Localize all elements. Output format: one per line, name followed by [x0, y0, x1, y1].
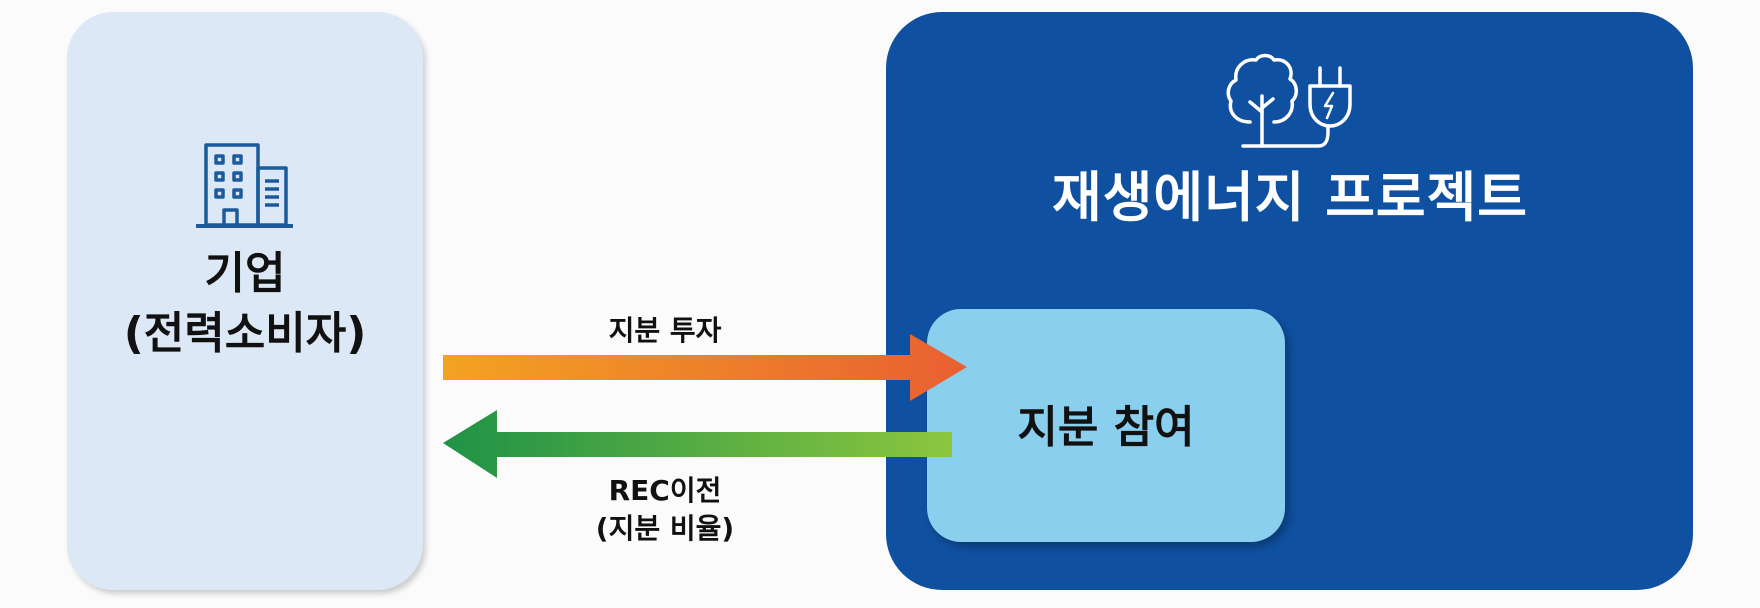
consumer-title: 기업 (전력소비자) [67, 244, 423, 364]
equity-investment-label: 지분 투자 [608, 314, 722, 347]
rec-transfer-label-line2: (지분 비율) [595, 512, 735, 545]
rec-transfer-arrow [443, 410, 952, 478]
equity-participation-label: 지분 참여 [1017, 402, 1195, 453]
plug-icon [1308, 84, 1352, 128]
equity-participation-box [927, 309, 1285, 542]
consumer-title-line2: (전력소비자) [123, 308, 367, 359]
rec-transfer-label-line1: REC이전 [608, 474, 722, 507]
project-title: 재생에너지 프로젝트 [1052, 166, 1528, 229]
equity-investment-arrow [443, 334, 967, 401]
rec-transfer-label: REC이전 (지분 비율) [520, 472, 810, 548]
consumer-box [67, 12, 423, 590]
tree-icon [1226, 53, 1298, 124]
consumer-title-line1: 기업 [204, 248, 286, 299]
